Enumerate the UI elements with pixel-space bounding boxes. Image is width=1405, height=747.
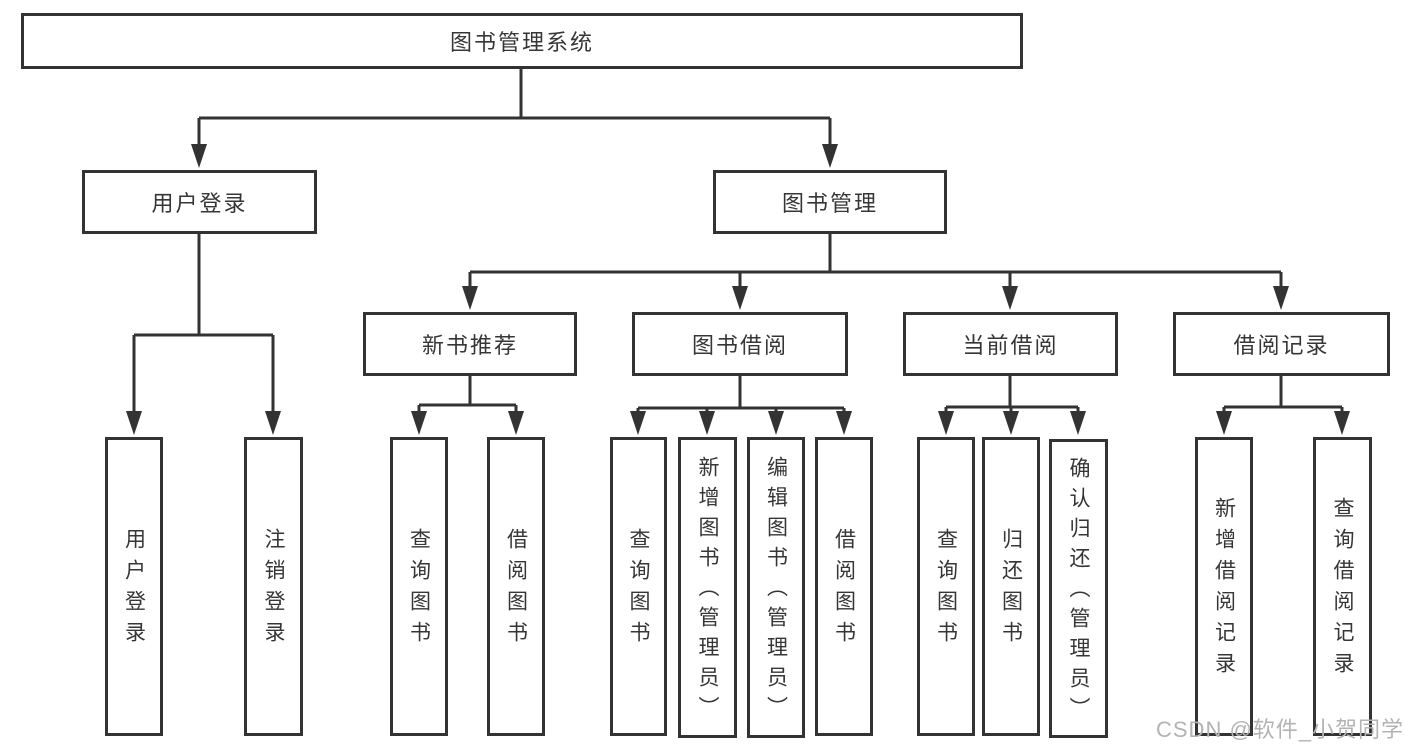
- node-borrow-record: 借阅记录: [1173, 312, 1390, 376]
- leaf-edit-book-admin: 编辑图书（管理员）: [747, 437, 805, 738]
- leaf-query-book-recommend: 查询图书: [390, 437, 448, 736]
- leaf-borrow-book-recommend: 借阅图书: [487, 437, 545, 736]
- node-current-borrow: 当前借阅: [903, 312, 1118, 376]
- leaf-add-borrow-record: 新增借阅记录: [1195, 437, 1253, 736]
- leaf-confirm-return-admin: 确认归还（管理员）: [1049, 439, 1108, 738]
- leaf-logout: 注销登录: [244, 437, 303, 736]
- node-new-book-recommend: 新书推荐: [363, 312, 577, 376]
- leaf-borrow-book: 借阅图书: [815, 437, 873, 736]
- leaf-query-borrow-record: 查询借阅记录: [1313, 437, 1372, 736]
- arrowhead-icons: [126, 144, 1350, 435]
- node-root: 图书管理系统: [21, 13, 1023, 69]
- node-book-management: 图书管理: [713, 170, 947, 234]
- leaf-return-book: 归还图书: [982, 437, 1040, 736]
- leaf-query-book-current: 查询图书: [917, 437, 975, 736]
- watermark: CSDN @软件_小贺同学: [1156, 717, 1405, 742]
- leaf-user-login: 用户登录: [105, 437, 163, 736]
- node-book-borrow: 图书借阅: [632, 312, 848, 376]
- leaf-add-book-admin: 新增图书（管理员）: [678, 437, 737, 738]
- node-user-login: 用户登录: [82, 170, 317, 234]
- leaf-query-book-borrow: 查询图书: [610, 437, 667, 736]
